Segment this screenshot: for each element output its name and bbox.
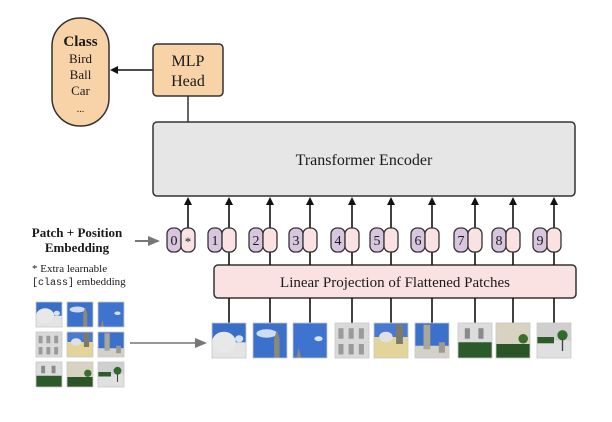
grid-tile xyxy=(35,331,63,358)
patch-embedding-pill xyxy=(383,227,399,253)
patch-sequence xyxy=(211,322,572,359)
patch-embedding-pill xyxy=(302,227,318,253)
class-token-marker: * xyxy=(185,234,192,249)
mlp-head-line1: MLP xyxy=(172,53,205,70)
position-index: 4 xyxy=(335,234,342,249)
class-output-box xyxy=(51,17,110,127)
token: 4 xyxy=(330,197,360,323)
footnote-embedding-text: embedding xyxy=(74,276,126,288)
patch-thumbnail xyxy=(252,322,288,359)
transformer-encoder: Transformer Encoder xyxy=(152,121,576,197)
patch-embedding-pill xyxy=(505,227,521,253)
patch-embedding-pill xyxy=(424,227,440,253)
class-item: Ball xyxy=(70,67,92,82)
linear-projection: Linear Projection of Flattened Patches xyxy=(213,264,577,299)
grid-tile xyxy=(66,331,94,358)
token: 2 xyxy=(248,197,278,323)
class-title: Class xyxy=(63,34,97,50)
position-index: 2 xyxy=(253,234,260,249)
patch-thumbnail xyxy=(211,322,247,359)
footnote-line2: [class] embedding xyxy=(32,276,126,289)
position-index: 3 xyxy=(293,234,300,249)
linear-projection-label: Linear Projection of Flattened Patches xyxy=(280,275,510,291)
embedding-label-line2: Embedding xyxy=(45,240,110,255)
embedding-label: Patch + Position Embedding xyxy=(32,225,123,255)
grid-tile xyxy=(97,331,125,358)
embedding-label-line1: Patch + Position xyxy=(32,225,123,240)
class-item: Car xyxy=(71,83,90,98)
token: 9 xyxy=(532,197,562,323)
position-index: 1 xyxy=(212,234,219,249)
input-image-grid xyxy=(35,301,125,388)
position-index: 0 xyxy=(171,234,178,249)
patch-embedding-pill xyxy=(344,227,360,253)
token: 0* xyxy=(166,197,196,253)
patch-thumbnail xyxy=(373,322,409,359)
patch-thumbnail xyxy=(334,322,370,359)
transformer-encoder-box xyxy=(152,121,576,197)
linear-projection-box xyxy=(213,264,577,299)
footnote: * Extra learnable [class] embedding xyxy=(32,263,126,289)
token: 6 xyxy=(410,197,440,323)
position-index: 8 xyxy=(496,234,503,249)
mlp-head: MLP Head xyxy=(152,43,224,97)
grid-tile xyxy=(97,361,125,388)
token: 5 xyxy=(369,197,399,323)
transformer-encoder-label: Transformer Encoder xyxy=(296,152,433,169)
patch-embedding-pill xyxy=(180,227,196,253)
class-output: Class Bird Ball Car ... xyxy=(51,17,110,127)
patch-thumbnail xyxy=(495,322,531,359)
patch-thumbnail xyxy=(457,322,493,359)
token: 8 xyxy=(491,197,521,323)
position-index: 7 xyxy=(458,234,465,249)
patch-thumbnail xyxy=(292,322,328,359)
patch-embedding-pill xyxy=(467,227,483,253)
patch-embedding-pill xyxy=(221,227,237,253)
token: 1 xyxy=(207,197,237,323)
token: 3 xyxy=(288,197,318,323)
grid-tile xyxy=(66,301,94,328)
patch-embedding-pill xyxy=(546,227,562,253)
mlp-head-line2: Head xyxy=(171,73,205,90)
grid-tile xyxy=(35,301,63,328)
class-item: ... xyxy=(77,104,85,115)
footnote-line1: * Extra learnable xyxy=(32,263,107,275)
grid-tile xyxy=(97,301,125,328)
patch-thumbnail xyxy=(414,322,450,359)
patch-thumbnail xyxy=(536,322,572,359)
position-index: 6 xyxy=(415,234,422,249)
patch-embedding-pill xyxy=(262,227,278,253)
footnote-class-code: [class] xyxy=(32,277,74,289)
grid-tile xyxy=(35,361,63,388)
token: 7 xyxy=(453,197,483,323)
class-item: Bird xyxy=(69,51,93,66)
position-index: 9 xyxy=(537,234,544,249)
grid-tile xyxy=(66,361,94,388)
position-index: 5 xyxy=(374,234,381,249)
